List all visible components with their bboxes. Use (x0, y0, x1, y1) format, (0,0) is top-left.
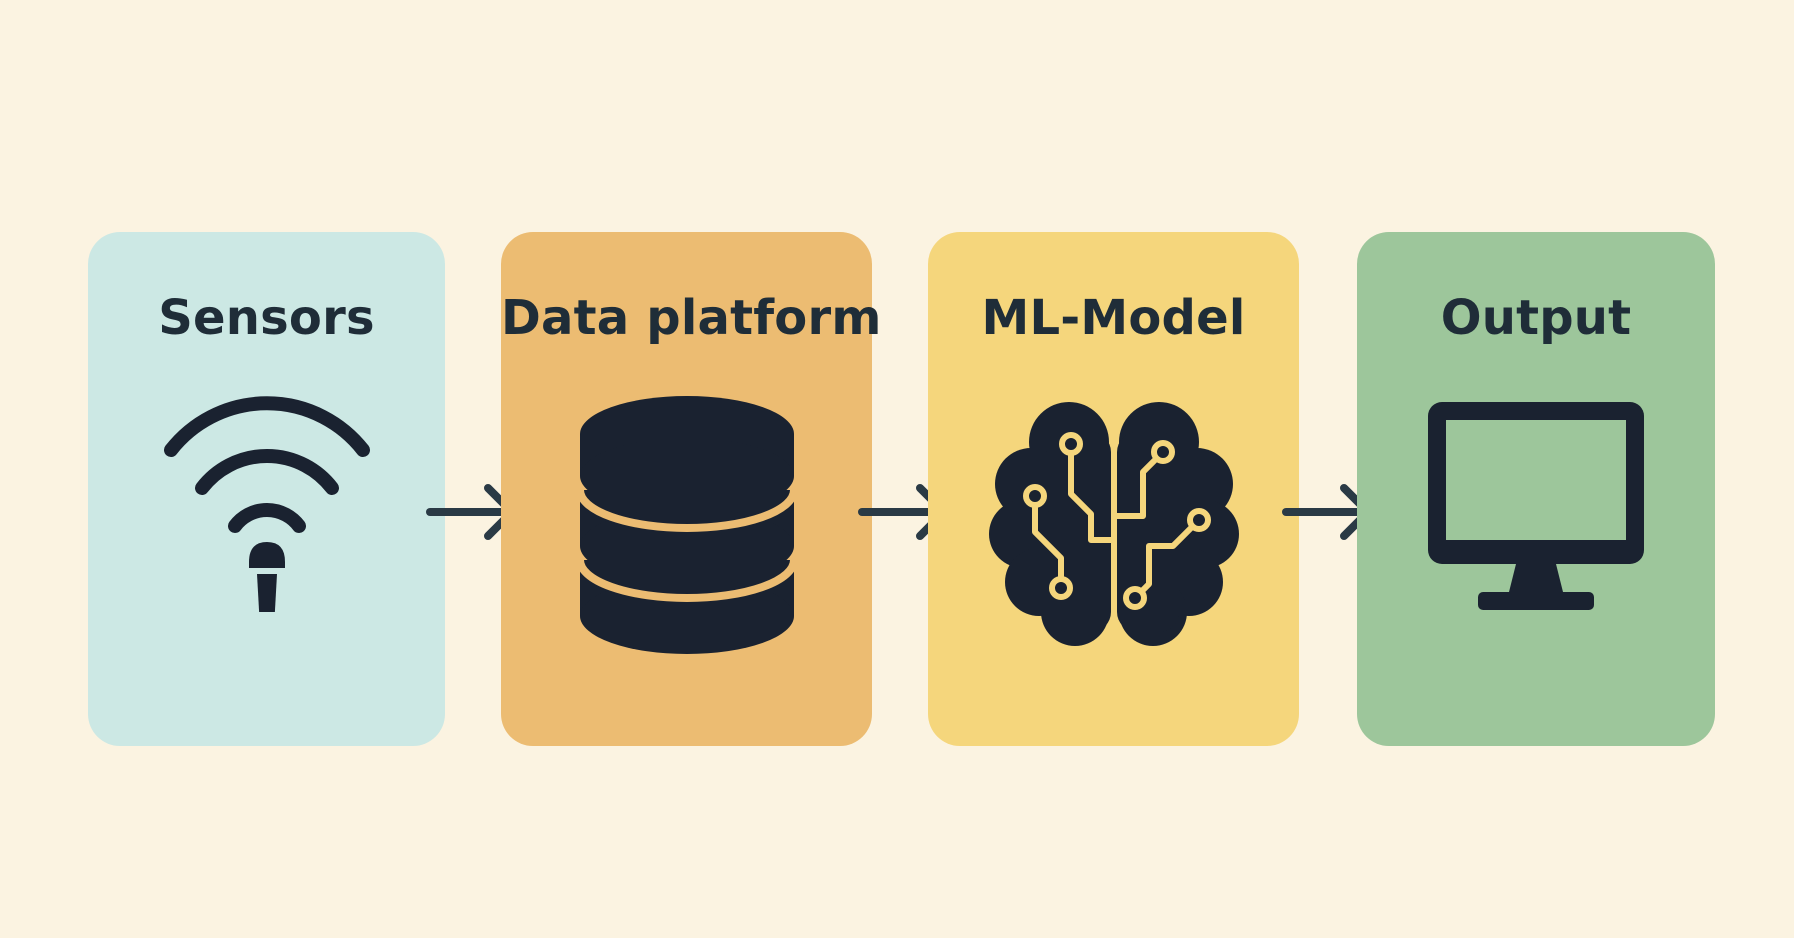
stage-title-sensors: Sensors (158, 290, 375, 346)
stage-title-data-platform: Data platform (501, 290, 882, 346)
monitor-icon (1357, 392, 1715, 712)
stage-output: Output (1357, 232, 1715, 746)
stage-title-ml-model: ML-Model (981, 290, 1246, 346)
circuit-brain-icon (928, 392, 1299, 712)
stage-data-platform: Data platform (501, 232, 882, 746)
stage-sensors: Sensors (88, 232, 445, 746)
database-icon (501, 392, 872, 712)
stage-title-output: Output (1440, 290, 1632, 346)
wireless-sensor-icon (88, 392, 445, 712)
stage-ml-model: ML-Model (928, 232, 1299, 746)
